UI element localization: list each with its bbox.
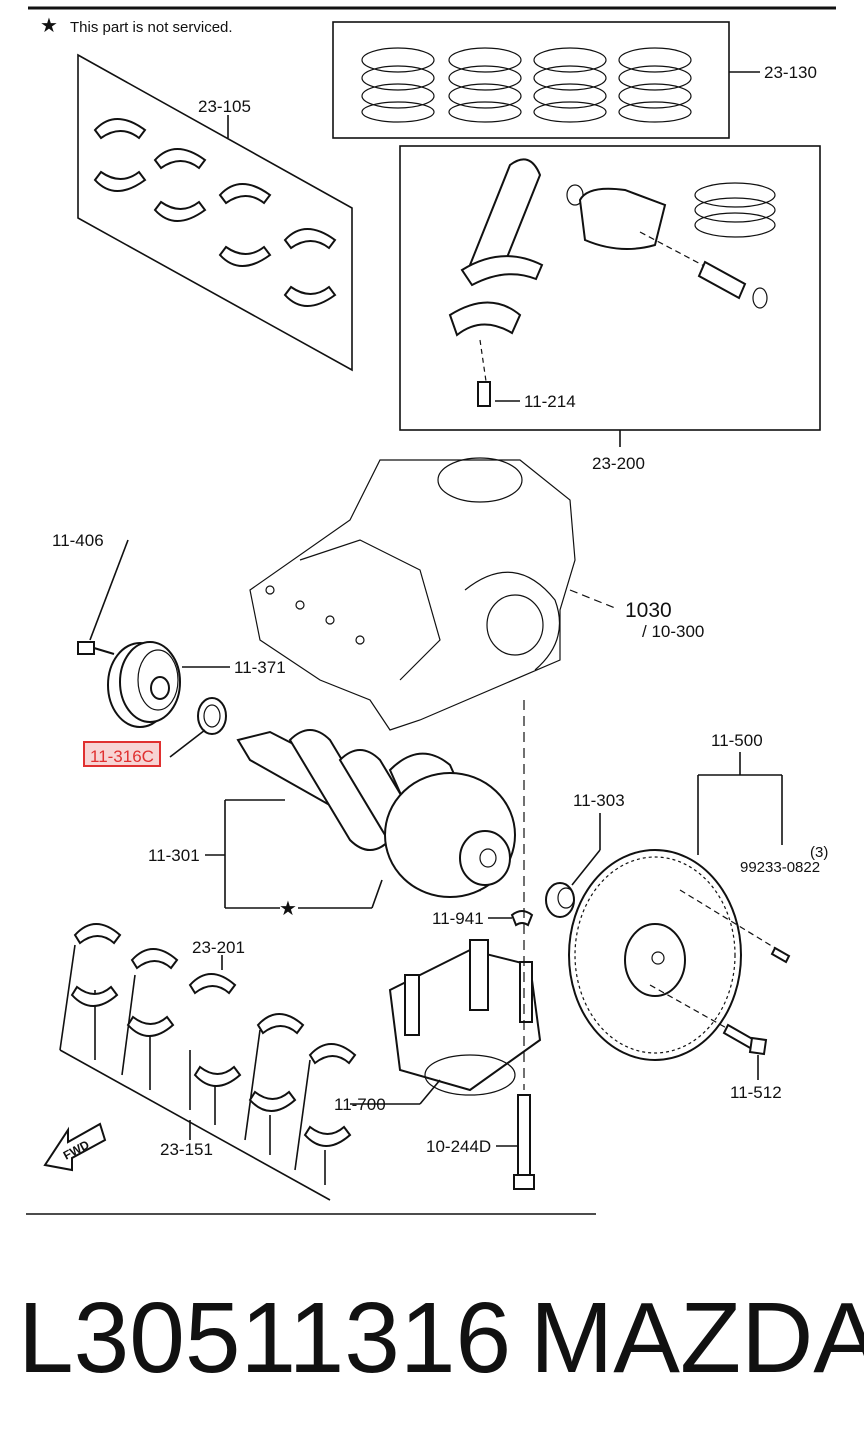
callout-11-214: 11-214	[524, 392, 576, 411]
callout-11-316c: 11-316C	[90, 747, 154, 766]
brand-name: MAZDA	[530, 1282, 864, 1394]
flywheel	[568, 752, 791, 1080]
callout-11-406: 11-406	[52, 531, 104, 550]
callout-10-244d: 10-244D	[426, 1137, 491, 1156]
main-bearing-bolt	[496, 700, 535, 1190]
callout-11-512: 11-512	[730, 1083, 782, 1102]
main-bearing-set-upper	[77, 53, 353, 372]
fwd-arrow-icon: FWD	[43, 1122, 107, 1172]
callout-11-941: 11-941	[432, 909, 484, 928]
pilot-bearing	[545, 813, 601, 918]
front-oil-seal	[169, 697, 227, 758]
legend-note: This part is not serviced.	[70, 19, 233, 36]
callout-23-105: 23-105	[198, 97, 251, 116]
callout-23-151: 23-151	[160, 1140, 213, 1159]
piston-conrod-set	[399, 145, 821, 447]
main-bearing-cap	[350, 939, 542, 1105]
callout-11-700: 11-700	[334, 1095, 386, 1114]
callout-23-200: 23-200	[592, 454, 645, 473]
pulley-bolt	[77, 539, 129, 655]
callout-99233-0822: 99233-0822	[740, 859, 820, 876]
callout-23-130: 23-130	[764, 63, 817, 82]
highlight-box	[83, 741, 161, 767]
callout-23-201: 23-201	[192, 938, 245, 957]
not-serviced-star: ★	[279, 898, 297, 920]
cylinder-block	[249, 457, 576, 731]
callout-quantity: (3)	[810, 844, 828, 861]
main-bearing-set-lower	[59, 923, 357, 1201]
crankshaft-key	[488, 910, 534, 927]
callout-1030: 1030	[625, 599, 672, 622]
callout-11-500: 11-500	[711, 731, 763, 750]
callout-11-303: 11-303	[573, 791, 625, 810]
crankshaft-pulley	[107, 641, 230, 728]
callout-10-300: / 10-300	[642, 622, 704, 641]
part-number: L30511316	[18, 1282, 511, 1394]
callout-11-301: 11-301	[148, 846, 200, 865]
piston-ring-set	[332, 21, 760, 139]
callout-11-371: 11-371	[234, 658, 286, 677]
crankshaft	[236, 729, 516, 898]
star-symbol: ★	[40, 15, 58, 37]
